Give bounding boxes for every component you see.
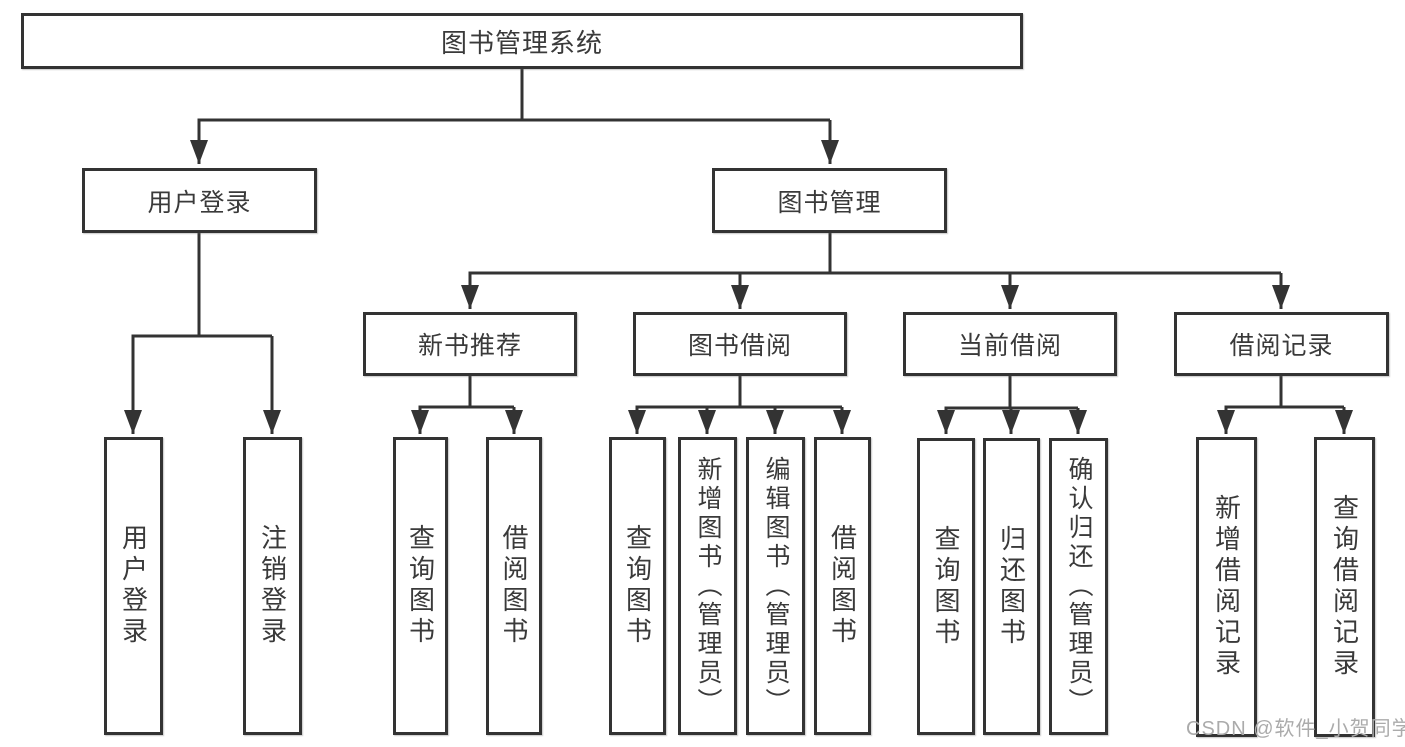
- leaf-cb-query-books: 查询图书: [917, 438, 975, 735]
- leaf-br-add-record-label: 新增借阅记录: [1211, 494, 1242, 680]
- node-book-mgmt: 图书管理: [712, 168, 947, 233]
- node-user-login-label: 用户登录: [147, 188, 252, 217]
- leaf-bb-add-books-admin-label: 新增图书（管理员）: [694, 455, 722, 717]
- leaf-bb-add-books-admin: 新增图书（管理员）: [678, 437, 737, 735]
- leaf-nb-borrow-books: 借阅图书: [486, 437, 542, 735]
- leaf-br-add-record: 新增借阅记录: [1196, 437, 1257, 737]
- leaf-cb-return-books: 归还图书: [983, 438, 1040, 735]
- leaf-nb-borrow-books-label: 借阅图书: [499, 524, 529, 648]
- node-root: 图书管理系统: [21, 13, 1023, 69]
- leaf-cb-return-books-label: 归还图书: [996, 524, 1027, 649]
- node-current-borrow-label: 当前借阅: [957, 332, 1062, 360]
- leaf-bb-query-books: 查询图书: [609, 437, 666, 735]
- node-new-book-rec: 新书推荐: [363, 312, 577, 376]
- leaf-logout-label: 注销登录: [257, 524, 288, 648]
- leaf-user-login-label: 用户登录: [118, 524, 149, 648]
- node-user-login: 用户登录: [82, 168, 317, 233]
- node-root-label: 图书管理系统: [440, 27, 603, 58]
- leaf-bb-borrow-books: 借阅图书: [814, 437, 871, 735]
- leaf-cb-confirm-return-admin-label: 确认归还（管理员）: [1065, 456, 1093, 717]
- leaf-bb-edit-books-admin: 编辑图书（管理员）: [746, 437, 805, 735]
- node-new-book-rec-label: 新书推荐: [417, 332, 522, 360]
- leaf-cb-query-books-label: 查询图书: [931, 524, 961, 649]
- watermark: CSDN @软件_小贺同学: [1186, 718, 1405, 740]
- leaf-user-login: 用户登录: [104, 437, 163, 735]
- leaf-bb-borrow-books-label: 借阅图书: [827, 524, 858, 648]
- leaf-nb-query-books: 查询图书: [393, 437, 448, 735]
- node-current-borrow: 当前借阅: [903, 312, 1117, 376]
- node-book-borrow-label: 图书借阅: [687, 332, 792, 360]
- node-book-mgmt-label: 图书管理: [777, 188, 882, 217]
- leaf-logout: 注销登录: [243, 437, 302, 735]
- leaf-br-query-record: 查询借阅记录: [1314, 437, 1375, 737]
- leaf-br-query-record-label: 查询借阅记录: [1329, 494, 1360, 680]
- leaf-nb-query-books-label: 查询图书: [405, 524, 436, 648]
- leaf-bb-query-books-label: 查询图书: [622, 524, 653, 648]
- node-borrow-records: 借阅记录: [1174, 312, 1389, 376]
- leaf-cb-confirm-return-admin: 确认归还（管理员）: [1049, 438, 1108, 735]
- leaf-bb-edit-books-admin-label: 编辑图书（管理员）: [762, 455, 790, 717]
- node-borrow-records-label: 借阅记录: [1229, 332, 1334, 360]
- node-book-borrow: 图书借阅: [633, 312, 847, 376]
